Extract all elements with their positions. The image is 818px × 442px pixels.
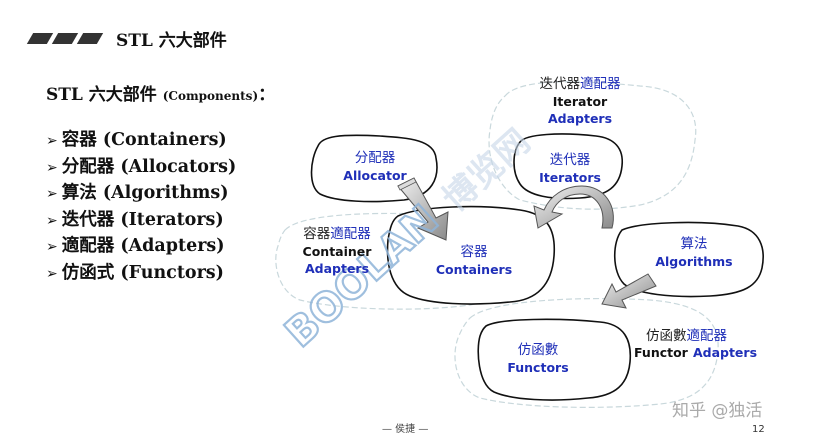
iterators-label: 迭代器 Iterators [539,152,601,185]
bullet-arrow-icon: ➢ [46,186,58,202]
components-list: ➢容器 (Containers) ➢分配器 (Allocators) ➢算法 (… [46,128,236,287]
functor-adapters-en-label: Functor Adapters [634,345,758,360]
bullet-arrow-icon: ➢ [46,212,58,229]
footer-author: — 侯捷 — [382,424,429,435]
iterators-cloud [513,133,623,200]
iterator-adapters-label: 迭代器適配器 Iterator Adapters [539,76,621,126]
bullet-arrow-icon: ➢ [46,265,58,282]
functors-cloud [477,318,632,401]
list-item: ➢迭代器 (Iterators) [46,209,224,230]
page-number: 12 [752,424,765,435]
list-item: ➢適配器 (Adapters) [46,236,225,256]
subtitle-main: STL 六大部件 [46,85,157,105]
allocator-to-containers-arrow [397,177,449,241]
list-item: ➢仿函式 (Functors) [46,262,224,283]
container-adapters-label: 容器適配器 Container Adapters [302,226,372,276]
algorithms-to-containers-arrow [601,273,657,309]
list-item: ➢算法 (Algorithms) [46,183,229,203]
bullet-arrow-icon: ➢ [46,159,58,176]
subtitle-en: (Components) [162,89,259,103]
algorithms-cloud [613,221,764,298]
bullet-arrow-icon: ➢ [46,239,58,255]
functor-adapters-zh-label: 仿函數適配器 [646,328,727,344]
slide-header: STL 六大部件 [26,26,227,51]
header-title: STL 六大部件 [116,31,227,51]
subtitle-colon: ： [258,85,276,105]
algorithms-label: 算法 Algorithms [655,236,733,269]
container-adapters-cloud [275,212,507,310]
iterators-to-containers-arrow [533,185,614,229]
allocator-label: 分配器 Allocator [343,150,407,183]
containers-label: 容器 Containers [435,244,513,277]
functor-adapters-cloud [454,297,719,408]
bullet-arrow-icon: ➢ [46,133,58,149]
list-item: ➢分配器 (Allocators) [46,156,237,177]
list-item: ➢容器 (Containers) [46,130,227,150]
zhihu-credit-watermark: 知乎 @独活 [672,401,763,421]
functors-label: 仿函數 Functors [507,342,569,375]
iterator-adapters-cloud [488,81,697,210]
components-subtitle: STL 六大部件 (Components)： [46,80,275,105]
